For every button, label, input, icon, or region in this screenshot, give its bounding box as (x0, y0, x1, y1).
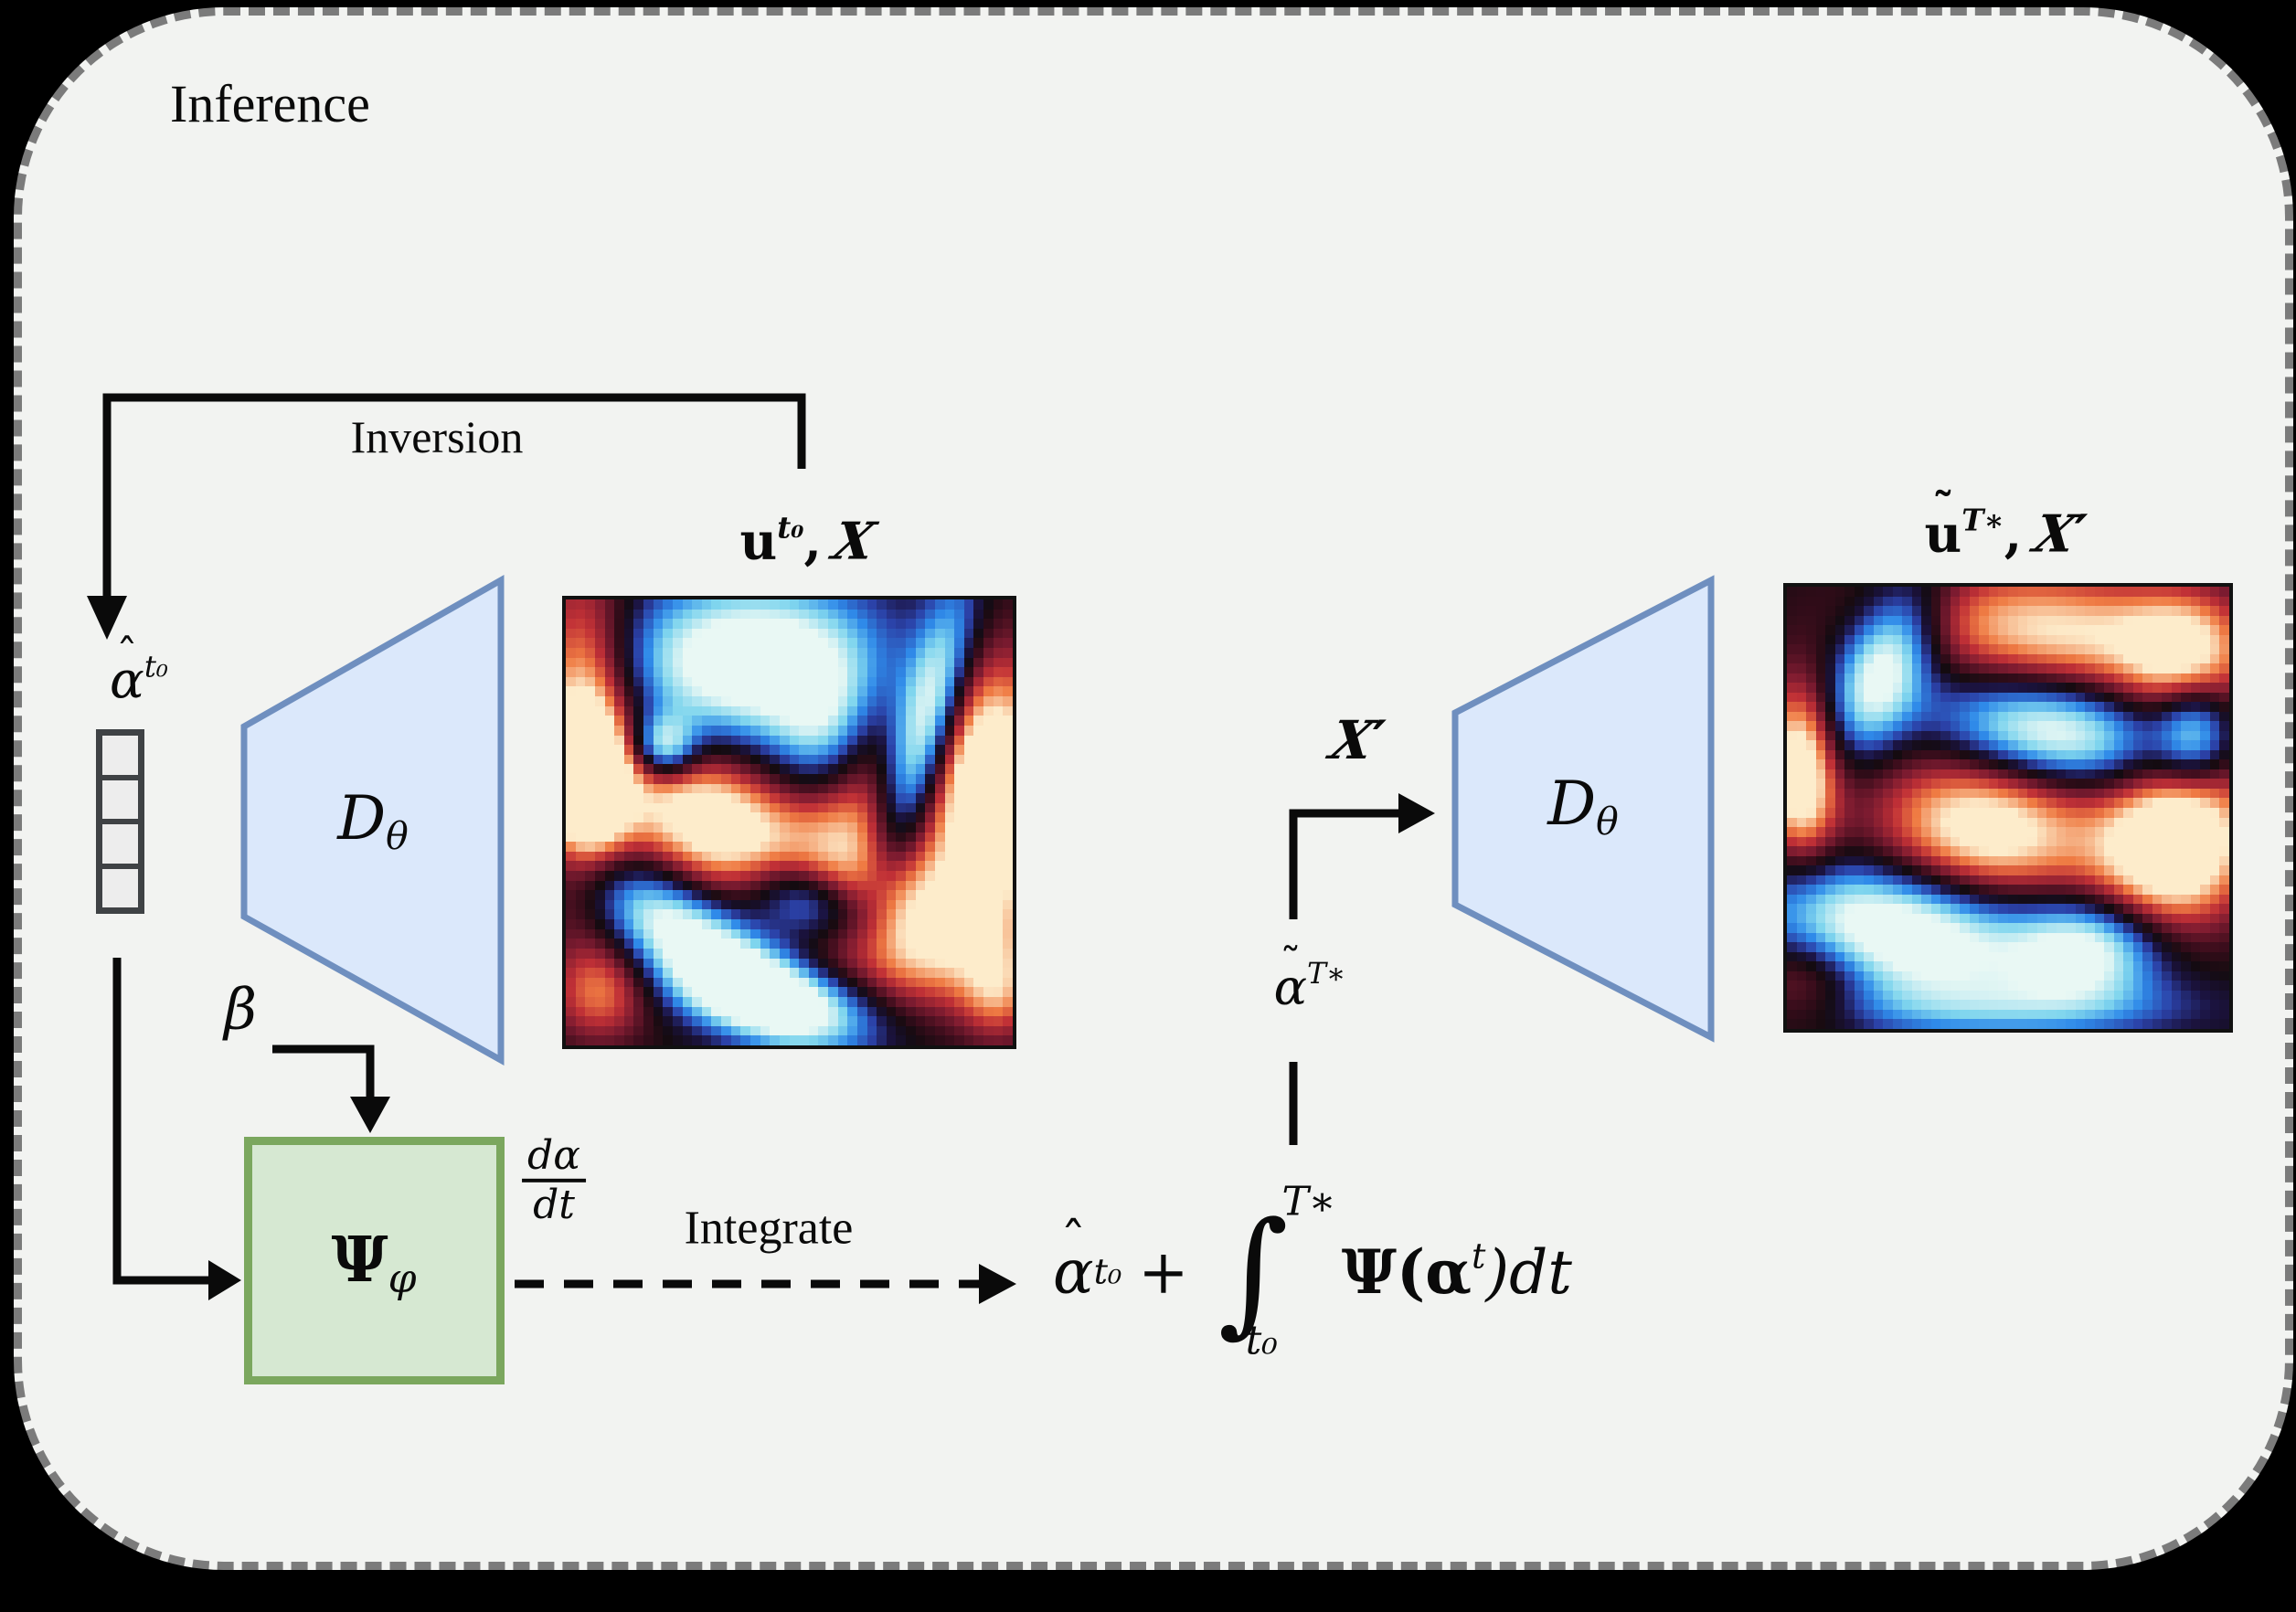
beta-arrow (272, 1045, 375, 1098)
field1-label: ut₀, X (739, 510, 881, 572)
latent-cell (102, 779, 138, 819)
field1-heatmap (562, 596, 1016, 1049)
inversion-arrowhead (87, 596, 127, 640)
beta-label: β (224, 975, 257, 1043)
field2-label: u˜T∗, X′ (1924, 483, 2089, 565)
ode-model-box (244, 1137, 505, 1384)
latent-to-ode-arrow (112, 958, 210, 1285)
decoder1-label: Dθ (337, 782, 409, 859)
x-prime-arrowhead (1398, 793, 1435, 833)
decoder2-trapezoid (1451, 575, 1715, 1043)
alpha-tilde-ts-label: α˜T∗ (1273, 938, 1346, 1016)
integrate-label: Integrate (684, 1202, 854, 1255)
latent-cell (102, 824, 138, 864)
latent-cell (102, 736, 138, 775)
beta-arrowhead (350, 1097, 390, 1133)
latent-vector-stack (96, 729, 144, 914)
integrate-arrowhead (979, 1264, 1016, 1304)
ode-model-label: Ψφ (331, 1223, 417, 1303)
inversion-label: Inversion (350, 411, 524, 462)
decoder2-label: Dθ (1547, 768, 1619, 844)
page-title: Inference (170, 74, 370, 133)
inversion-arrow (102, 393, 806, 599)
field2-heatmap (1783, 583, 2233, 1033)
decoder1-trapezoid (240, 574, 505, 1066)
dalpha-dt-label: dα dt (522, 1134, 586, 1226)
latent-to-ode-arrowhead (208, 1260, 241, 1300)
alpha-tilde-to-decoder-arrow (1289, 809, 1400, 919)
latent-cell (102, 868, 138, 907)
x-prime-label: X′ (1324, 709, 1387, 771)
